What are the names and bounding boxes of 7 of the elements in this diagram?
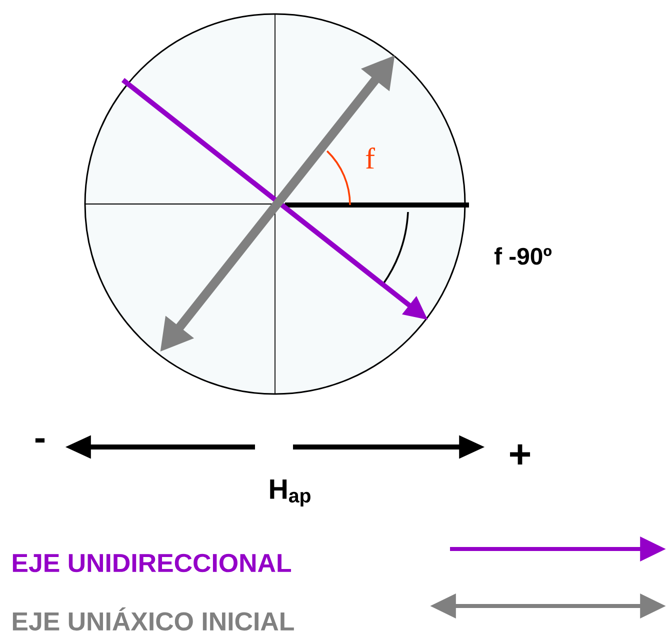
field-label: H$_{ap}$ <box>270 480 310 506</box>
sign-label: - <box>35 438 45 443</box>
legend-text: EJE UNIÁXICO INICIAL <box>12 607 294 631</box>
legend-text: EJE UNIDIRECCIONAL <box>12 554 291 572</box>
angle-label: f <box>366 147 375 169</box>
angle-label: f -90º <box>494 247 552 265</box>
sign-label: + <box>510 444 530 465</box>
